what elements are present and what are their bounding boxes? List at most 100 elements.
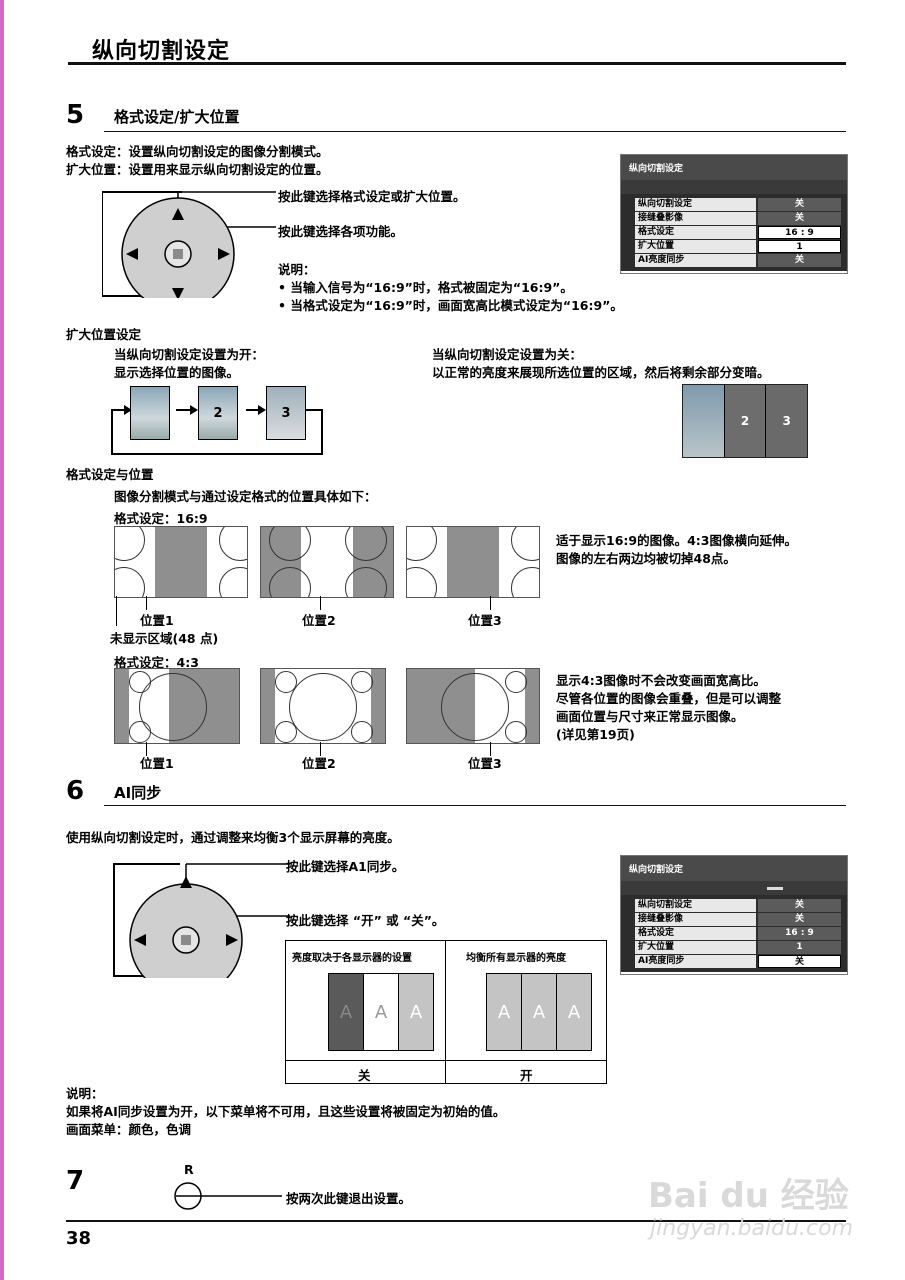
pos1-tick [146,596,147,610]
footer-rule [66,1220,846,1222]
osd-row-value: 关 [758,212,841,225]
section-7-number: 7 [66,1166,85,1196]
osd-row-value: 关 [758,198,841,211]
pos1-tick-43 [146,742,147,756]
pos3-label: 位置3 [468,613,502,628]
osd-row[interactable]: 接缝叠影像关 [635,913,841,926]
pos2-label-43: 位置2 [302,756,336,771]
format169-position3 [406,526,540,598]
osd-row[interactable]: 接缝叠影像关 [635,212,841,225]
note-title: 说明： [278,262,316,277]
pos3-tick-43 [490,742,491,756]
position-2-thumb: 2 [198,386,238,440]
dimmed-panel-3-label: 3 [782,414,791,428]
fmt43-desc-3: 画面位置与尺寸来正常显示图像。 [556,709,744,724]
pos3-tick [490,596,491,610]
osd-row[interactable]: 纵向切割设定关 [635,899,841,912]
osd-row-selected[interactable]: AI亮度同步关 [635,955,841,968]
format169-position1 [114,526,248,598]
page-edge-bar [0,0,4,1280]
ai-note-line-2: 画面菜单：颜色，色调 [66,1122,192,1137]
osd-row-label: 接缝叠影像 [635,212,756,225]
panels-off: A A A [328,973,434,1051]
comparison-head-on: 均衡所有显示器的亮度 [466,953,566,964]
pos2-tick [320,596,321,610]
on-desc: 显示选择位置的图像。 [114,365,240,380]
panel-letter: A [409,1001,423,1023]
osd-row-label: 格式设定 [635,927,756,940]
osd-row-value: 关 [758,254,841,267]
pos2-tick-43 [320,742,321,756]
panels-on: A A A [486,973,592,1051]
position-1-thumb [130,386,170,440]
fmt43-desc-4: (详见第19页) [556,727,635,742]
osd-row-value: 1 [758,240,841,253]
off-desc: 以正常的亮度来展现所选位置的区域，然后将剩余部分变暗。 [432,365,770,380]
osd-indicator [767,887,783,890]
dimmed-panels: 2 3 [682,384,808,458]
osd-row-label: AI亮度同步 [635,254,756,267]
panel-letter: A [374,1001,388,1023]
fmt169-desc-1: 适于显示16:9的图像。4:3图像横向延伸。 [556,533,797,548]
page-number: 38 [66,1228,92,1249]
osd-row-label: 纵向切割设定 [635,899,756,912]
expand-cycle-diagram [108,380,330,458]
dimmed-panel-2: 2 [723,385,766,457]
format-43-label: 格式设定：4:3 [114,655,199,670]
osd-row-label: 扩大位置 [635,240,756,253]
osd-row-value: 关 [758,955,841,968]
callout-up-key: 按此键选择格式设定或扩大位置。 [278,189,466,204]
ai-note-title: 说明： [66,1086,104,1101]
callout-lr-key: 按此键选择各项功能。 [278,224,404,239]
dimmed-panel-3: 3 [765,385,808,457]
page-title: 纵向切割设定 [92,39,231,64]
ai-note-line-1: 如果将AI同步设置为开，以下菜单将不可用，且这些设置将被固定为初始的值。 [66,1104,506,1119]
format43-position1 [114,668,240,744]
pos1-label-43: 位置1 [140,756,174,771]
osd-row-label: 扩大位置 [635,941,756,954]
osd-row-label: 纵向切割设定 [635,198,756,211]
panel-letter: A [567,1001,581,1023]
position-3-thumb: 3 [266,386,306,440]
ai-sync-comparison: 亮度取决于各显示器的设置 均衡所有显示器的亮度 A A A A A A 关 开 [285,940,607,1084]
ai-sync-desc: 使用纵向切割设定时，通过调整来均衡3个显示屏幕的亮度。 [66,830,400,845]
dimmed-panel-1 [683,385,724,457]
osd-row-value: 16 : 9 [758,226,841,239]
on-title: 当纵向切割设定设置为开： [114,347,265,362]
note-line-1: • 当输入信号为“16:9”时，格式被固定为“16:9”。 [278,280,573,295]
comparison-off-label: 关 [358,1068,371,1083]
fmt43-desc-1: 显示4:3图像时不会改变画面宽高比。 [556,673,766,688]
panel-white: A [363,974,398,1050]
panel-letter: A [339,1001,353,1023]
fmt43-desc-2: 尽管各位置的图像会重叠，但是可以调整 [556,691,782,706]
callout-ai-up: 按此键选择A1同步。 [286,859,405,874]
note-line-2: • 当格式设定为“16:9”时，画面宽高比模式设定为“16:9”。 [278,298,623,313]
osd-row[interactable]: 纵向切割设定关 [635,198,841,211]
r-key-diagram [172,1180,282,1212]
format-169-label: 格式设定：16:9 [114,511,208,526]
expand-position-def: 扩大位置：设置用来显示纵向切割设定的位置。 [66,162,329,177]
fmt169-desc-2: 图像的左右两边均被切掉48点。 [556,551,736,566]
position-3-label: 3 [281,405,291,421]
osd-row-label: 格式设定 [635,226,756,239]
osd-row-value: 1 [758,941,841,954]
osd-row[interactable]: AI亮度同步关 [635,254,841,267]
osd-row-label: AI亮度同步 [635,955,756,968]
osd-row-value: 关 [758,913,841,926]
undisplayed-tick [116,596,117,626]
callout-ai-lr: 按此键选择 “开” 或 “关”。 [286,913,445,928]
r-key-label: R [184,1162,194,1177]
section-5-number: 5 [66,100,85,130]
panel-balanced: A [556,974,591,1050]
osd-row-value: 关 [758,899,841,912]
section-6-title: AI同步 [114,784,162,802]
osd-menu-title: 纵向切割设定 [621,155,847,180]
panel-balanced: A [521,974,556,1050]
format-setting-def: 格式设定：设置纵向切割设定的图像分割模式。 [66,144,329,159]
baidu-watermark-logo: Bai du 经验 [648,1176,849,1216]
